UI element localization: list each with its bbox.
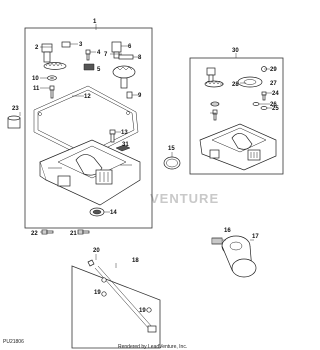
callout-25: 25: [272, 106, 279, 112]
callout-labels: 1 2 3 4 5 6 7 8 9 10 11 12 13 14 15 16 1…: [12, 19, 279, 314]
callout-29: 29: [270, 67, 277, 73]
assembly-frame-inset: [189, 57, 284, 175]
bolt-13: [109, 129, 116, 143]
oil-pan-left: [39, 139, 141, 206]
oil-filter-17: [221, 235, 257, 278]
washer-10: [47, 75, 57, 99]
callout-31: 31: [122, 142, 129, 148]
pump-cover-inset: [237, 66, 268, 110]
callout-1: 1: [93, 19, 97, 25]
assembly-frame-main: [24, 27, 153, 229]
callout-27: 27: [270, 81, 277, 87]
callout-10: 10: [32, 76, 39, 82]
seal-14: [89, 207, 105, 217]
callout-24: 24: [272, 91, 279, 97]
callout-28: 28: [232, 82, 239, 88]
callout-19a: 19: [94, 290, 101, 296]
callout-21: 21: [70, 231, 77, 237]
callout-11: 11: [33, 86, 40, 92]
callout-5: 5: [97, 67, 101, 73]
callout-17: 17: [252, 234, 259, 240]
filter-adapter-16: [211, 237, 223, 245]
watermark-text: VENTURE: [150, 191, 219, 206]
callout-9: 9: [138, 93, 142, 99]
credit-text: Rendered by LeadVenture, Inc.: [118, 344, 187, 350]
callout-19b: 19: [139, 308, 146, 314]
parts-diagram: VENTURE: [3, 19, 284, 350]
callout-6: 6: [128, 44, 132, 50]
callout-12: 12: [84, 94, 91, 100]
cap-23: [7, 115, 21, 129]
gear-assembly-right: [111, 41, 136, 99]
oil-pan-inset: [199, 123, 277, 171]
callout-3: 3: [79, 42, 83, 48]
gear-assembly-inset: [204, 67, 224, 121]
leader-lines: [19, 24, 272, 268]
gasket-12: [33, 85, 139, 159]
callout-7: 7: [104, 52, 108, 58]
callout-13: 13: [121, 130, 128, 136]
gear-assembly-left: [41, 41, 71, 70]
callout-23: 23: [12, 106, 19, 112]
figure-id: PU21806: [3, 339, 24, 345]
callout-26: 26: [270, 102, 277, 108]
dipstick-tube-panel: [71, 259, 161, 349]
callout-22: 22: [31, 231, 38, 237]
callout-18: 18: [132, 258, 139, 264]
callout-20: 20: [93, 248, 100, 254]
bolt-group-5: [83, 49, 95, 71]
callout-4: 4: [97, 50, 101, 56]
callout-15: 15: [168, 146, 175, 152]
callout-8: 8: [138, 55, 142, 61]
callout-2: 2: [35, 45, 39, 51]
callout-14: 14: [110, 210, 117, 216]
callout-16: 16: [224, 228, 231, 234]
callout-30: 30: [232, 48, 239, 54]
